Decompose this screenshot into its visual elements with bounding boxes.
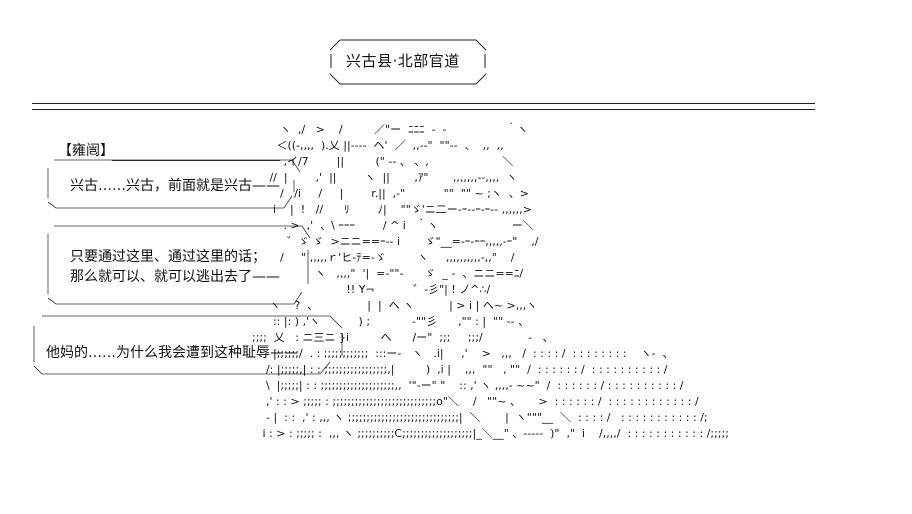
double-divider	[32, 103, 815, 110]
speech-bubble-3-line-1: 他妈的……为什么我会遭到这种耻辱——	[46, 345, 298, 361]
location-title-box: 兴古县·北部官道	[328, 38, 488, 86]
speech-bubble-2-line-2: 那么就可以、就可以逃出去了——	[70, 269, 280, 285]
location-title: 兴古县·北部官道	[346, 52, 460, 70]
speech-bubble-2-frame	[47, 225, 311, 305]
speech-bubble-2-line-1: 只要通过这里、通过这里的话；	[70, 249, 266, 265]
speech-bubble-3-frame	[33, 315, 343, 375]
speech-bubble-1-line-1: 兴古……兴古，前面就是兴古——	[70, 178, 280, 194]
ascii-art-character-illustration: ヽ ,/ > / ／"ー ﾆﾆﾆ - - ｀ヽ ＜((-,,,, ).乂 ||-…	[251, 123, 729, 440]
title-frame	[329, 39, 487, 85]
speech-bubble-1-frame	[47, 159, 301, 209]
speaker-underline-art: ____________________________	[112, 147, 280, 161]
speaker-label: 【雍闿】	[58, 143, 114, 159]
